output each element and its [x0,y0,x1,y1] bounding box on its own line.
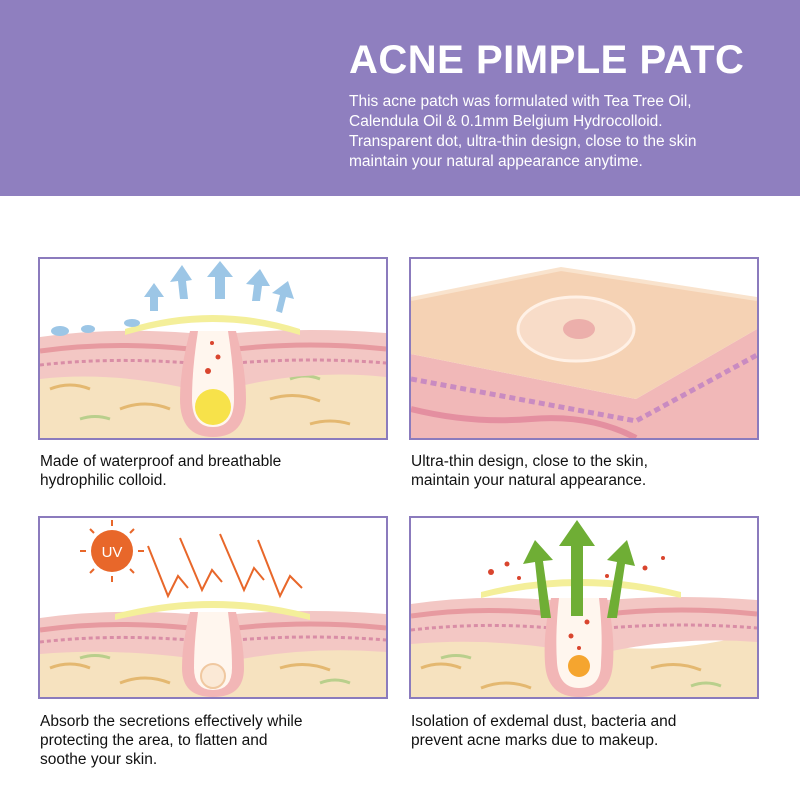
caption-secretion-absorption: Isolation of exdemal dust, bacteria and … [411,712,676,750]
description-line: This acne patch was formulated with Tea … [349,93,692,110]
panel-breathable [38,257,388,440]
panel-secretion-absorption [409,516,759,699]
caption-line: maintain your natural appearance. [411,472,647,489]
caption-line: Made of waterproof and breathable [40,453,282,470]
caption-line: hydrophilic colloid. [40,472,167,489]
caption-line: Absorb the secretions effectively while [40,713,303,730]
product-description: This acne patch was formulated with Tea … [349,92,789,172]
panel-uv-protection: UV [38,516,388,699]
caption-line: protecting the area, to flatten and [40,732,268,749]
uv-label: UV [102,544,123,561]
header-banner: ACNE PIMPLE PATC This acne patch was for… [0,0,800,196]
uv-protection-patch-illustration: UV [40,518,386,697]
breathable-patch-skin-illustration [40,259,386,438]
caption-line: Ultra-thin design, close to the skin, [411,453,648,470]
secretion-absorption-patch-illustration [411,518,757,697]
caption-uv-protection: Absorb the secretions effectively while … [40,712,303,769]
caption-ultra-thin: Ultra-thin design, close to the skin, ma… [411,452,648,490]
page-title: ACNE PIMPLE PATC [349,38,745,82]
caption-breathable: Made of waterproof and breathable hydrop… [40,452,281,490]
caption-line: soothe your skin. [40,751,158,768]
ultra-thin-patch-on-skin-illustration [411,259,757,438]
caption-line: Isolation of exdemal dust, bacteria and [411,713,677,730]
caption-line: prevent acne marks due to makeup. [411,732,659,749]
panel-ultra-thin [409,257,759,440]
description-line: Transparent dot, ultra-thin design, clos… [349,133,697,150]
description-line: maintain your natural appearance anytime… [349,153,643,170]
sun-icon [91,530,133,572]
description-line: Calendula Oil & 0.1mm Belgium Hydrocollo… [349,113,663,130]
